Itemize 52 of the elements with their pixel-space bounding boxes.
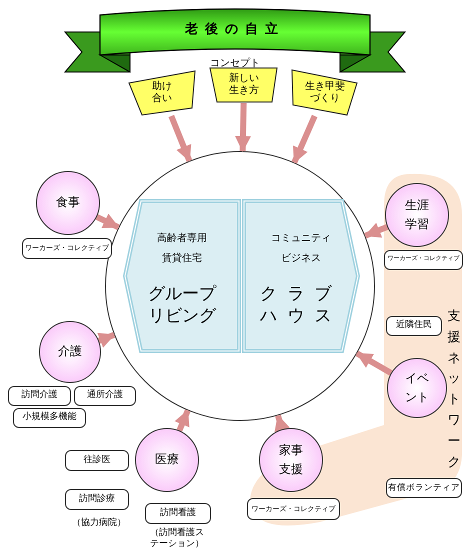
rounded-box — [22, 238, 112, 259]
circle-label: イベント — [404, 370, 430, 406]
banner-title: 老後の自立 — [185, 22, 285, 38]
arrow — [234, 102, 251, 152]
rounded-box — [8, 386, 71, 406]
panel-title: クラブハウス — [259, 283, 343, 328]
concept-label: コンセプト — [210, 56, 260, 70]
arrow — [174, 409, 191, 432]
rounded-box — [384, 250, 463, 270]
panel-subtitle: 高齢者専用賃貸住宅 — [156, 232, 208, 266]
hexagon-panel — [244, 201, 358, 351]
box-label: 往診医 — [84, 454, 110, 466]
box-label: 小規模多機能 — [22, 412, 76, 424]
arrow — [355, 350, 392, 376]
box-label: 訪問診療 — [79, 494, 115, 506]
rounded-box — [13, 408, 86, 428]
circle-label: 医療 — [154, 451, 180, 468]
circle-label: 介護 — [57, 343, 83, 360]
arrow — [292, 114, 318, 164]
vertical-text: 支援ネットワーク — [447, 308, 461, 472]
box-label: 訪問看護 — [160, 508, 196, 520]
network-band — [383, 172, 464, 499]
circle-label: 生涯学習 — [404, 196, 430, 233]
concept-box — [128, 70, 196, 116]
rounded-box — [65, 489, 129, 510]
rounded-box — [145, 503, 211, 524]
concept-text: 助け合い — [151, 81, 173, 105]
box-label: 通所介護 — [87, 390, 123, 402]
box-label: 訪問介護 — [22, 390, 58, 402]
arrow — [97, 332, 116, 348]
box-label: 有償ボランティア — [388, 482, 460, 494]
concept-box — [209, 67, 279, 103]
concept-text: 新しい生き方 — [228, 73, 260, 97]
rounded-box — [386, 316, 442, 336]
box-label: 近隣住民 — [396, 320, 432, 332]
arrow — [364, 222, 388, 239]
arrow — [168, 114, 192, 162]
circle-label: 家事支援 — [278, 442, 304, 478]
rounded-box — [247, 498, 340, 520]
rounded-box — [74, 386, 136, 406]
rounded-box — [65, 450, 129, 471]
concept-box — [291, 69, 359, 116]
arrow — [96, 214, 120, 230]
caption-text: （訪問看護ステーション） — [150, 528, 204, 548]
arrow — [274, 414, 290, 432]
concept-text: 生き甲斐づくり — [304, 80, 346, 104]
caption-text: （協力病院） — [72, 516, 126, 529]
panel-subtitle: コミュニティビジネス — [270, 232, 332, 266]
panel-title: グループリビング — [147, 283, 218, 328]
circle-label: 食事 — [55, 194, 81, 212]
rounded-box — [386, 478, 462, 498]
hexagon-panel — [125, 201, 239, 351]
